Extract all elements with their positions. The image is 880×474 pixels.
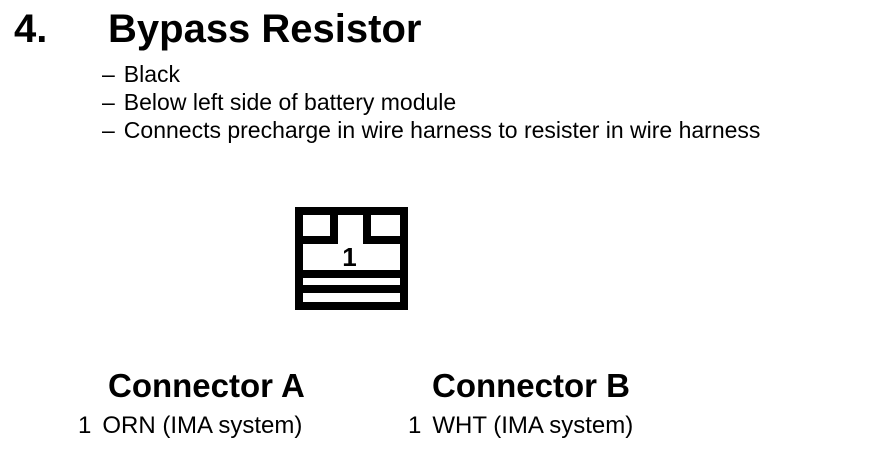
- diagram-right-slot-divider: [363, 215, 371, 244]
- diagram-left-slot-divider: [330, 215, 338, 244]
- item-number: 4.: [14, 7, 48, 51]
- diagram-right-slot-bottom: [363, 236, 400, 244]
- connector-pinout-diagram: 1: [295, 207, 408, 310]
- pin-number: 1: [408, 412, 422, 439]
- diagram-lock-stripe: [303, 285, 400, 293]
- bullet-dash: –: [102, 61, 115, 87]
- bullet-list: –Black –Below left side of battery modul…: [102, 60, 760, 144]
- bullet-text: Connects precharge in wire harness to re…: [123, 117, 761, 143]
- bullet-text: Below left side of battery module: [123, 89, 457, 115]
- pin-number: 1: [78, 412, 92, 439]
- diagram-cavity-number: 1: [342, 242, 357, 272]
- connector-b-pin-row: 1 WHT (IMA system): [408, 412, 633, 441]
- diagram-left-slot-bottom: [303, 236, 338, 244]
- connector-b-heading: Connector B: [432, 367, 630, 404]
- bullet-dash: –: [102, 89, 115, 115]
- bullet-dash: –: [102, 117, 115, 143]
- diagram-lock-stripe: [303, 270, 400, 278]
- bullet-item: –Connects precharge in wire harness to r…: [102, 116, 760, 144]
- pin-wire-description: ORN (IMA system): [102, 412, 303, 439]
- page-title: Bypass Resistor: [108, 7, 422, 51]
- bullet-item: –Below left side of battery module: [102, 88, 760, 116]
- connector-a-pin-row: 1 ORN (IMA system): [78, 412, 302, 441]
- bullet-text: Black: [123, 61, 181, 87]
- pin-wire-description: WHT (IMA system): [432, 412, 634, 439]
- connector-a-heading: Connector A: [108, 367, 305, 404]
- bullet-item: –Black: [102, 60, 760, 88]
